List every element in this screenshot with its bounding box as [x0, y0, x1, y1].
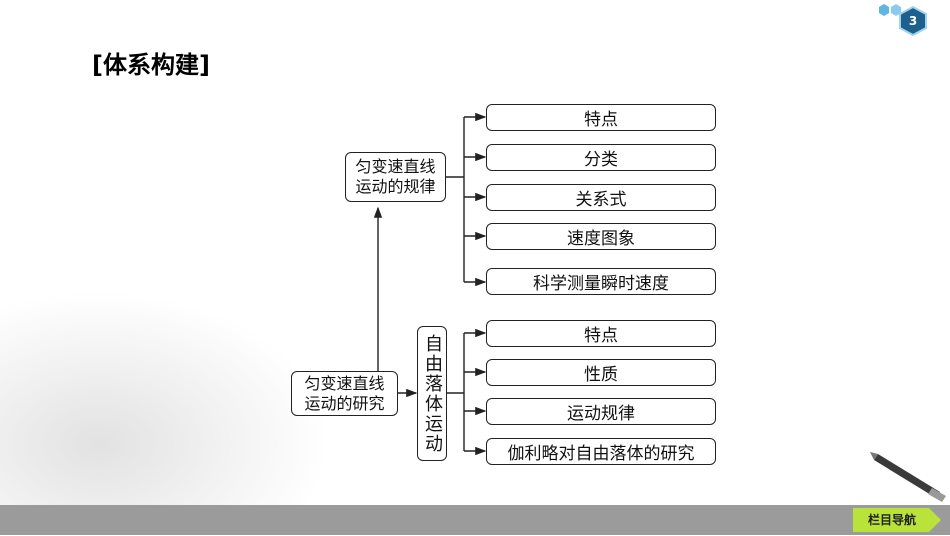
pen-icon [870, 452, 946, 502]
small-hexagons-icon [879, 4, 901, 16]
upper-node: 匀变速直线 运动的规律 [345, 152, 446, 202]
upper-item: 分类 [486, 144, 716, 171]
footer-bar [0, 505, 950, 535]
page-title: [体系构建] [92, 51, 210, 79]
lower-item: 运动规律 [486, 398, 716, 425]
section-nav-button[interactable]: 栏目导航 [853, 508, 941, 532]
lower-item: 特点 [486, 320, 716, 347]
hexagon-icon [899, 5, 927, 37]
page-number-badge: 3 [898, 5, 928, 37]
lower-item: 性质 [486, 359, 716, 386]
upper-item: 速度图象 [486, 223, 716, 250]
background-flower-wash [0, 290, 330, 510]
lower-item: 伽利略对自由落体的研究 [486, 438, 716, 465]
upper-item: 关系式 [486, 184, 716, 211]
upper-item: 特点 [486, 104, 716, 131]
nav-label: 栏目导航 [867, 513, 916, 527]
upper-item: 科学测量瞬时速度 [486, 268, 716, 295]
page-number: 3 [908, 14, 918, 28]
root-node: 匀变速直线 运动的研究 [291, 371, 398, 416]
lower-node: 自由落体运动 [417, 326, 447, 461]
nav-arrow-icon [853, 508, 941, 532]
